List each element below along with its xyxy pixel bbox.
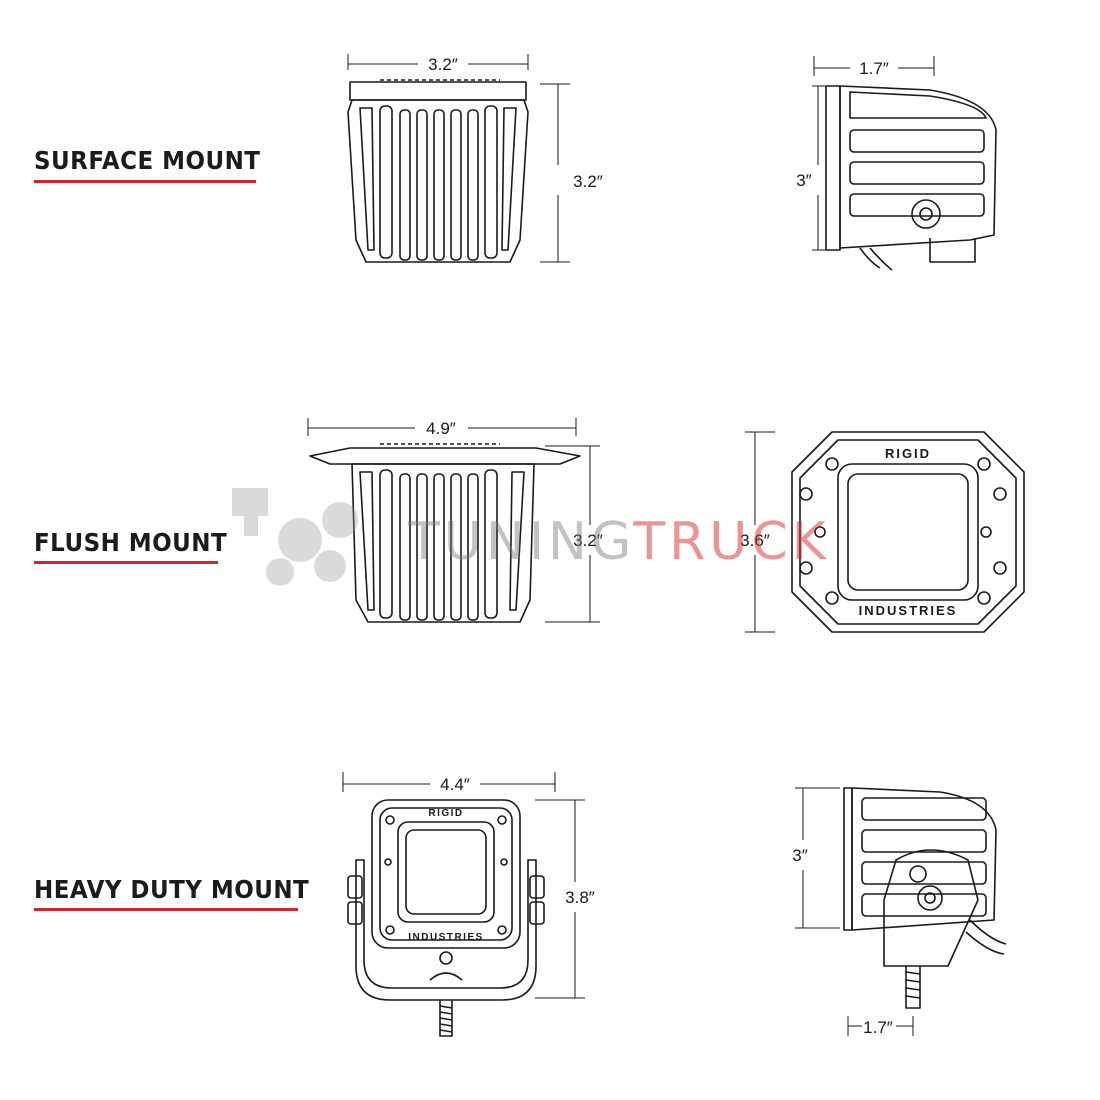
heavy-duty-front-width-dim: 4.4″ xyxy=(440,775,470,794)
watermark-part1: TUNING xyxy=(408,512,634,572)
watermark-text: TUNINGTRUCK xyxy=(408,512,830,572)
surface-side-view xyxy=(812,56,997,271)
watermark-logo xyxy=(232,488,358,586)
heavy-duty-brand-top: RIGID xyxy=(428,808,463,819)
heavy-duty-side-height-dim: 3″ xyxy=(792,846,807,865)
heavy-duty-side-depth-dim: 1.7″ xyxy=(863,1018,893,1037)
flush-mount-underline xyxy=(34,561,218,564)
surface-mount-label: SURFACE MOUNT xyxy=(34,146,261,175)
heavy-duty-front-view xyxy=(342,772,585,1037)
heavy-duty-mount-label: HEAVY DUTY MOUNT xyxy=(34,875,310,904)
heavy-duty-side-view xyxy=(795,787,1007,1036)
flush-side-view xyxy=(307,418,600,623)
flush-flange-width-dim: 4.9″ xyxy=(426,419,456,438)
surface-side-depth-dim: 1.7″ xyxy=(859,59,889,78)
flush-front-height-dim: 3.6″ xyxy=(740,531,770,550)
surface-mount-underline xyxy=(34,180,256,183)
flush-brand-bottom: INDUSTRIES xyxy=(859,603,958,618)
surface-front-view xyxy=(347,54,570,263)
flush-front-view xyxy=(745,431,1025,633)
surface-side-height-dim: 3″ xyxy=(796,171,811,190)
watermark-part2: TRUCK xyxy=(633,512,830,572)
heavy-duty-front-height-dim: 3.8″ xyxy=(565,888,595,907)
flush-side-height-dim: 3.2″ xyxy=(573,531,603,550)
surface-front-height-dim: 3.2″ xyxy=(573,172,603,191)
heavy-duty-mount-underline xyxy=(34,908,298,911)
surface-front-width-dim: 3.2″ xyxy=(428,55,458,74)
flush-brand-top: RIGID xyxy=(885,446,931,461)
heavy-duty-brand-bottom: INDUSTRIES xyxy=(408,932,484,943)
flush-mount-label: FLUSH MOUNT xyxy=(34,528,228,557)
